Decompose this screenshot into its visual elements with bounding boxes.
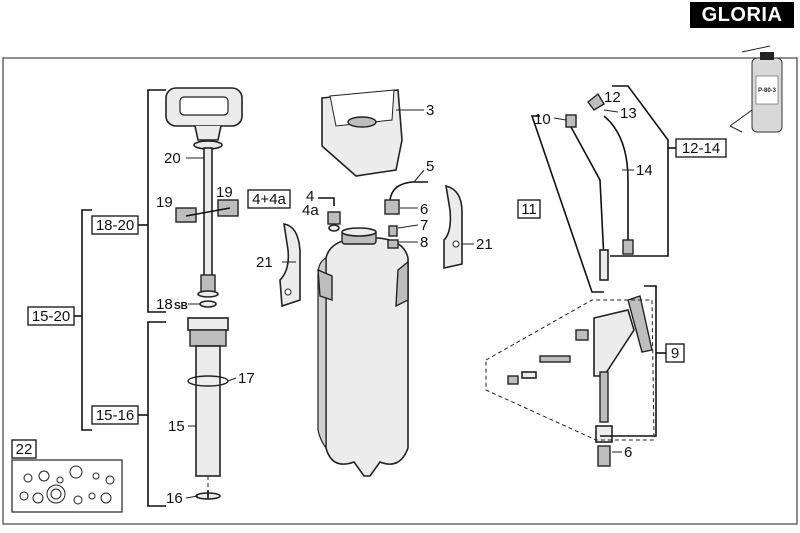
group-label-18-20: 18-20 [96,217,134,234]
strap-holder-21-left [279,223,301,308]
bracket-9 [600,285,657,437]
valve-4 [327,211,341,232]
bracket-15-16 [147,321,166,507]
pump-clip-19 [175,199,239,223]
part-label-18sb: 18 [156,296,173,313]
nozzle-12 [587,92,605,111]
part-label-19b: 19 [216,184,233,201]
label-box-9 [665,343,685,363]
label-box-15-20 [27,306,75,326]
strap-holder-21-right [443,184,463,269]
leader-lines [185,109,634,499]
part-label-6a: 6 [420,201,428,218]
shutoff-valve-9 [593,295,653,467]
label-box-18-20 [91,215,139,235]
bracket-11 [530,115,604,293]
pump-handle [165,87,243,150]
product-label: P-80-3 [758,88,777,94]
part-label-21a: 21 [256,254,273,271]
part-label-16: 16 [166,490,183,507]
part-label-4: 4 [306,188,314,205]
part-label-20: 20 [164,150,181,167]
part-label-13: 13 [620,105,637,122]
bracket-18-20 [147,89,166,313]
pump-cylinder [187,317,229,477]
valve-16 [195,490,221,500]
part-label-18sb-suffix: SB [174,301,188,312]
label-box-12-14 [675,138,727,158]
label-box-15-16 [91,405,139,425]
pump-rod [197,147,219,298]
filler-funnel [321,89,403,177]
part-label-17: 17 [238,370,255,387]
spray-tube-14 [603,115,634,255]
seal-18sb [199,300,217,308]
part-label-8: 8 [420,234,428,251]
seal-kit-22 [11,459,123,513]
group-label-12-14: 12-14 [682,140,720,157]
group-label-4-4a: 4+4a [252,191,286,208]
gloria-logo: GLORIA [690,2,794,28]
group-label-22: 22 [16,441,33,458]
bracket-12-14 [610,85,669,257]
brand-name: GLORIA [701,3,783,26]
part-label-14: 14 [636,162,653,179]
part-label-4a: 4a [302,202,319,219]
spray-tank [317,227,409,477]
part-label-7: 7 [420,217,428,234]
hose-connector-5 [384,181,428,249]
part-label-6b: 6 [624,444,632,461]
label-box-11 [517,199,541,219]
group-label-15-20: 15-20 [32,308,70,325]
part-label-3: 3 [426,102,434,119]
valve-dashed-outline [485,299,655,441]
label-box-22 [11,439,37,459]
part-label-12: 12 [604,89,621,106]
part-label-10: 10 [534,111,551,128]
bracket-15-20 [81,209,92,431]
diagram-frame [2,57,798,525]
group-label-15-16: 15-16 [96,407,134,424]
bracket-4-4a [318,197,335,206]
label-box-4-4a [247,189,291,209]
valve-parts-exploded [507,329,589,385]
spray-lance-11 [565,114,609,281]
group-label-9: 9 [671,345,679,362]
group-label-11: 11 [521,201,537,218]
part-label-21b: 21 [476,236,493,253]
part-label-15: 15 [168,418,185,435]
part-label-5: 5 [426,158,434,175]
product-thumbnail: P-80-3 [729,45,783,133]
part-label-19a: 19 [156,194,173,211]
